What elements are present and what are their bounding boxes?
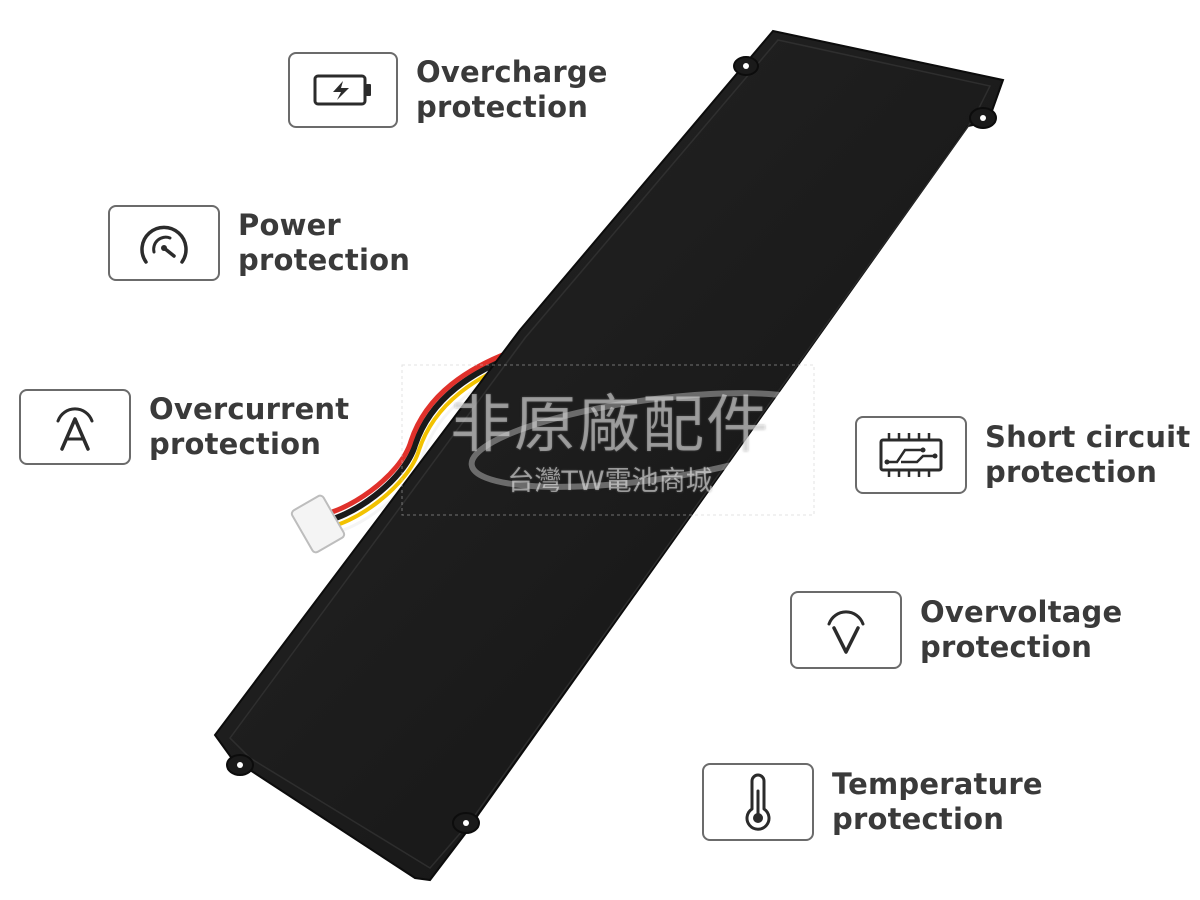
short-circuit-label-line1: Short circuit — [985, 420, 1191, 454]
short-circuit-label-line2: protection — [985, 455, 1158, 489]
ampere-icon — [56, 407, 94, 451]
temperature-label-line2: protection — [832, 802, 1005, 836]
power-label-line2: protection — [238, 243, 411, 277]
temperature-icon-box — [702, 763, 814, 841]
temperature-label-line1: Temperature — [832, 767, 1043, 801]
overvoltage-label-line1: Overvoltage — [920, 595, 1123, 629]
thermometer-icon — [745, 773, 771, 831]
overcurrent-label-line1: Overcurrent — [149, 392, 350, 426]
feature-overvoltage: Overvoltage protection — [790, 591, 1122, 669]
power-icon-box — [108, 205, 220, 281]
feature-temperature: Temperature protection — [702, 763, 1043, 841]
feature-overcharge: Overcharge protection — [288, 52, 608, 128]
connector-plug — [290, 494, 346, 554]
overvoltage-label-line2: protection — [920, 630, 1093, 664]
voltage-icon — [827, 610, 865, 654]
battery-charging-icon — [313, 74, 371, 106]
power-label-line1: Power — [238, 208, 341, 242]
feature-power: Power protection — [108, 205, 410, 281]
overcurrent-icon-box — [19, 389, 131, 465]
overcharge-icon-box — [288, 52, 398, 128]
overcharge-label-line1: Overcharge — [416, 55, 608, 89]
feature-overcurrent: Overcurrent protection — [19, 389, 349, 465]
overcharge-label-line2: protection — [416, 90, 589, 124]
overcurrent-label-line2: protection — [149, 427, 322, 461]
gauge-icon — [140, 225, 188, 264]
circuit-board-icon — [879, 433, 943, 477]
overvoltage-icon-box — [790, 591, 902, 669]
short-circuit-icon-box — [855, 416, 967, 494]
feature-short-circuit: Short circuit protection — [855, 416, 1190, 494]
